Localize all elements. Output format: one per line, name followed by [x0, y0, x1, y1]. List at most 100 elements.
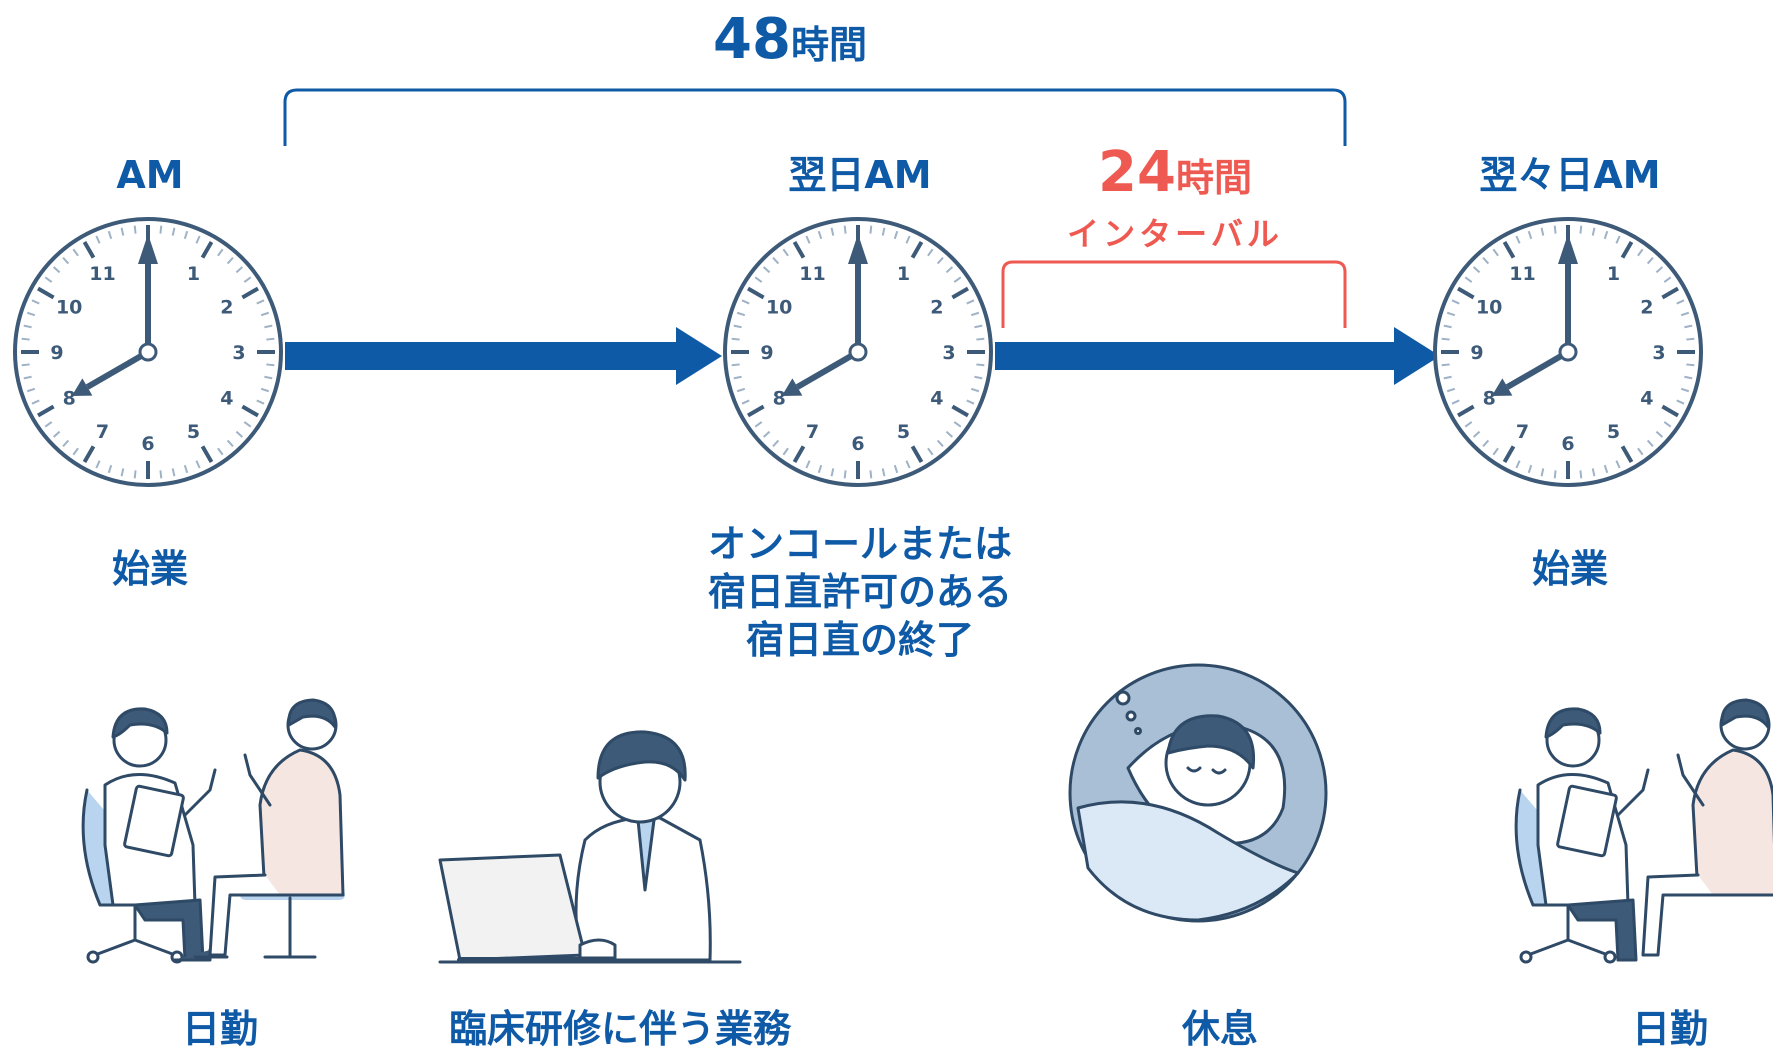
activity-day-work-2: 日勤 [1631, 1007, 1708, 1051]
clock-major-tick [951, 286, 969, 300]
clock-major-tick [1457, 286, 1475, 300]
clock-major-tick [1502, 241, 1516, 259]
clock-number: 8 [1483, 388, 1496, 410]
activity-rest: 休息 [1181, 1007, 1258, 1051]
clock-minor-tick [843, 470, 847, 479]
clock-minor-tick [976, 337, 985, 341]
clock-minor-tick [1591, 227, 1596, 236]
clock-minor-tick [869, 225, 873, 234]
span-48h-value: 48 [713, 7, 791, 72]
clock-minor-tick [805, 235, 811, 244]
clock-minor-tick [256, 299, 265, 305]
clock-minute-hand-tip [848, 234, 868, 264]
clock-minor-tick [976, 363, 985, 367]
clock-number: 11 [1509, 263, 1535, 285]
clock-number: 1 [1607, 263, 1620, 285]
clock-minor-tick [266, 363, 275, 367]
caption-line: 始業 [1531, 547, 1608, 591]
clock-minor-tick [171, 227, 176, 236]
clock-number: 7 [1516, 421, 1529, 443]
clock-minor-tick [159, 225, 163, 234]
clock-center [1558, 342, 1578, 362]
clock-number: 6 [851, 433, 864, 455]
sleeping-illustration [1068, 663, 1328, 923]
clock-minor-tick [1527, 230, 1533, 240]
clock-minor-tick [95, 235, 101, 244]
caption-line: 宿日直の終了 [745, 618, 974, 662]
clock-hour-hand [85, 349, 150, 390]
clock-minor-tick [754, 421, 763, 428]
clock-minor-tick [817, 230, 823, 240]
clock-minor-tick [733, 324, 742, 329]
clock-number: 4 [1640, 388, 1653, 410]
clock-minor-tick [1472, 266, 1481, 274]
span-48h-label: 48時間 [690, 12, 890, 68]
clock-minor-tick [731, 363, 740, 367]
clock-minor-tick [21, 337, 30, 341]
clock-minor-tick [1603, 464, 1609, 474]
clock-minor-tick [966, 399, 975, 405]
clock-minor-tick [927, 248, 934, 257]
clock-minor-tick [226, 256, 234, 265]
clock-minor-tick [805, 460, 811, 469]
clock-number: 1 [187, 263, 200, 285]
clock-major-tick [82, 241, 96, 259]
clock-minor-tick [72, 447, 79, 456]
clock-minor-tick [1451, 299, 1460, 305]
clock-major-tick [747, 286, 765, 300]
clock-minor-tick [736, 311, 746, 317]
clock-number: 9 [1470, 342, 1483, 364]
clock-minor-tick [1540, 468, 1545, 477]
clock-minor-tick [195, 460, 201, 469]
clock-major-tick [37, 404, 55, 418]
clock-major-tick [910, 241, 924, 259]
clock-number: 2 [220, 297, 233, 319]
clock-minor-tick [945, 266, 954, 274]
clock-major-tick [951, 404, 969, 418]
clock-minor-tick [264, 324, 273, 329]
clock-minor-tick [1637, 248, 1644, 257]
clock-minor-tick [741, 399, 750, 405]
clock-minor-tick [1441, 363, 1450, 367]
clock-minor-tick [927, 447, 934, 456]
clock-minor-tick [974, 324, 983, 329]
clock-minor-tick [1686, 337, 1695, 341]
clock-minor-tick [107, 230, 113, 240]
clock-minor-tick [133, 470, 137, 479]
clock-minor-tick [62, 256, 70, 265]
clock-minor-tick [1515, 460, 1521, 469]
clock-major-tick [1502, 445, 1516, 463]
clock-minor-tick [31, 299, 40, 305]
clock-minor-tick [62, 439, 70, 448]
clock-number: 9 [760, 342, 773, 364]
clock-minor-tick [1482, 256, 1490, 265]
clock-minor-tick [731, 337, 740, 341]
clock-number: 2 [1640, 297, 1653, 319]
clock-major-tick [1457, 404, 1475, 418]
clock-minor-tick [1451, 399, 1460, 405]
clock-minor-tick [953, 276, 962, 283]
clock-minor-tick [226, 439, 234, 448]
clock-minor-tick [260, 311, 270, 317]
clock-minor-tick [966, 299, 975, 305]
clock-minor-tick [1540, 227, 1545, 236]
clock-minor-tick [772, 439, 780, 448]
clock-minor-tick [159, 470, 163, 479]
clock-minor-tick [243, 421, 252, 428]
clock-number: 11 [799, 263, 825, 285]
clock-minor-tick [881, 227, 886, 236]
clock-minor-tick [893, 464, 899, 474]
clock-minor-tick [762, 266, 771, 274]
arrow-2 [995, 327, 1440, 385]
caption-line: 始業 [111, 547, 188, 591]
clock-major-tick [1620, 445, 1634, 463]
clock-hour-hand-tip [71, 378, 93, 396]
clock-number: 6 [141, 433, 154, 455]
clock-minor-tick [95, 460, 101, 469]
clock-minor-tick [970, 387, 980, 393]
clock-minor-tick [44, 421, 53, 428]
clock-minor-tick [23, 324, 32, 329]
clock-minor-tick [1684, 324, 1693, 329]
clock-minor-tick [21, 363, 30, 367]
clock-minor-tick [1676, 299, 1685, 305]
